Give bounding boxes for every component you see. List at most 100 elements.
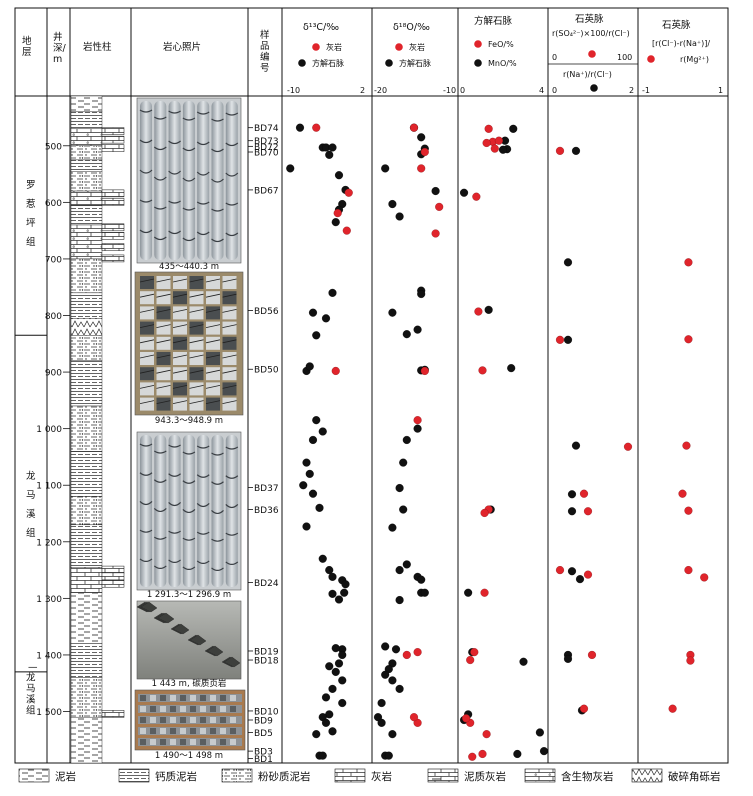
scatter-plots [286,123,709,761]
core-fragment [222,306,237,320]
black-data-point [459,188,469,197]
core-fracture [172,385,188,389]
core-vein [139,199,153,203]
core-vein [139,139,153,144]
lithology-layer [70,128,103,146]
core-piece [220,695,226,701]
shale-fragment [140,601,158,613]
core-piece [170,728,176,734]
red-data-point [409,123,419,132]
sample-id-label: BD74 [254,124,279,134]
core-piece [220,706,226,712]
core-fragment [222,321,237,335]
core-piece [180,695,186,701]
core-piece [210,706,216,712]
core-fracture [139,354,155,359]
black-data-point [331,644,340,653]
core-fracture [205,400,221,404]
red-data-point [480,508,489,517]
core-fracture [189,354,204,359]
header-quartz-1: 石英脉 [575,13,604,25]
core-vein [139,501,153,506]
core-fragment [140,276,154,289]
core-vein [168,110,181,114]
legend-swatch [118,768,150,783]
core-fragment [206,352,220,365]
black-data-point [388,676,397,685]
sample-id-label: BD5 [254,729,273,739]
core-fracture [156,324,171,328]
core-vein [139,558,153,563]
core-fragment [173,336,187,350]
sample-id-label: BD70 [254,149,279,159]
axis-tick-label: -10 [443,86,456,95]
red-data-point [344,188,353,197]
black-data-point [381,642,390,651]
core-fracture [172,293,188,298]
core-vein [139,229,153,234]
red-data-point [333,209,342,218]
axis-tick-label: 2 [629,86,634,95]
black-data-point [341,580,350,589]
formation-name-char: 溪 [26,508,36,520]
red-data-point [431,229,440,238]
black-data-point [312,416,321,425]
core-fracture [205,339,221,344]
core-fracture [139,400,155,404]
core-piece [170,706,176,712]
core-piece [200,739,206,745]
core-vein [211,452,224,456]
red-data-point [482,138,491,148]
lithology-layer [70,318,103,336]
red-data-point [468,752,477,761]
core-vein [153,176,167,181]
limestone-ledge [101,127,125,135]
core-fracture [189,400,204,404]
core-fragment [140,336,154,350]
black-data-point [381,164,390,173]
black-data-point [302,458,311,467]
core-vein [211,567,224,572]
core-fragment [222,336,237,350]
core-fracture [172,309,188,313]
depth-tick-label: 1 200 [36,538,62,548]
sample-ids: BD74BD73BD72BD70BD67BD56BD50BD37BD36BD24… [248,124,279,765]
core-piece [160,739,166,745]
core-fracture [222,278,237,283]
core-vein [196,474,210,478]
core-vein [196,231,210,236]
limestone-ledge [101,223,125,232]
lithology-legend: 泥岩钙质泥岩粉砂质泥岩灰岩泥质灰岩含生物灰岩破碎角砾岩 [18,768,721,783]
black-data-point [286,164,295,173]
core-fracture [222,324,237,328]
lithology-layer [70,360,103,407]
core-piece [230,739,236,745]
black-data-point [535,728,544,737]
core-fracture [189,293,204,298]
red-data-point [342,226,351,235]
core-fragment [189,397,204,411]
core-vein [168,530,181,534]
sample-id-label: BD9 [254,717,273,727]
limestone-ledge [101,135,125,144]
core-vein [196,201,210,205]
core-cylinder [211,101,224,260]
black-data-point [331,667,340,676]
black-data-point [331,218,340,227]
core-fracture [156,278,171,283]
red-data-point [700,573,709,582]
core-piece [220,728,226,734]
sample-id-label: BD19 [254,647,279,657]
core-piece [160,728,166,734]
black-data-point [318,554,327,563]
black-data-point [338,698,347,708]
black-data-point [305,362,314,371]
core-piece [200,695,206,701]
black-data-point [308,435,318,445]
core-fragment [140,397,154,411]
legend-label: FeO/% [488,40,514,49]
formation-name-char: 溪 [26,694,36,706]
legend-swatch [631,768,663,783]
red-data-point [490,144,499,153]
black-data-point [567,507,577,516]
